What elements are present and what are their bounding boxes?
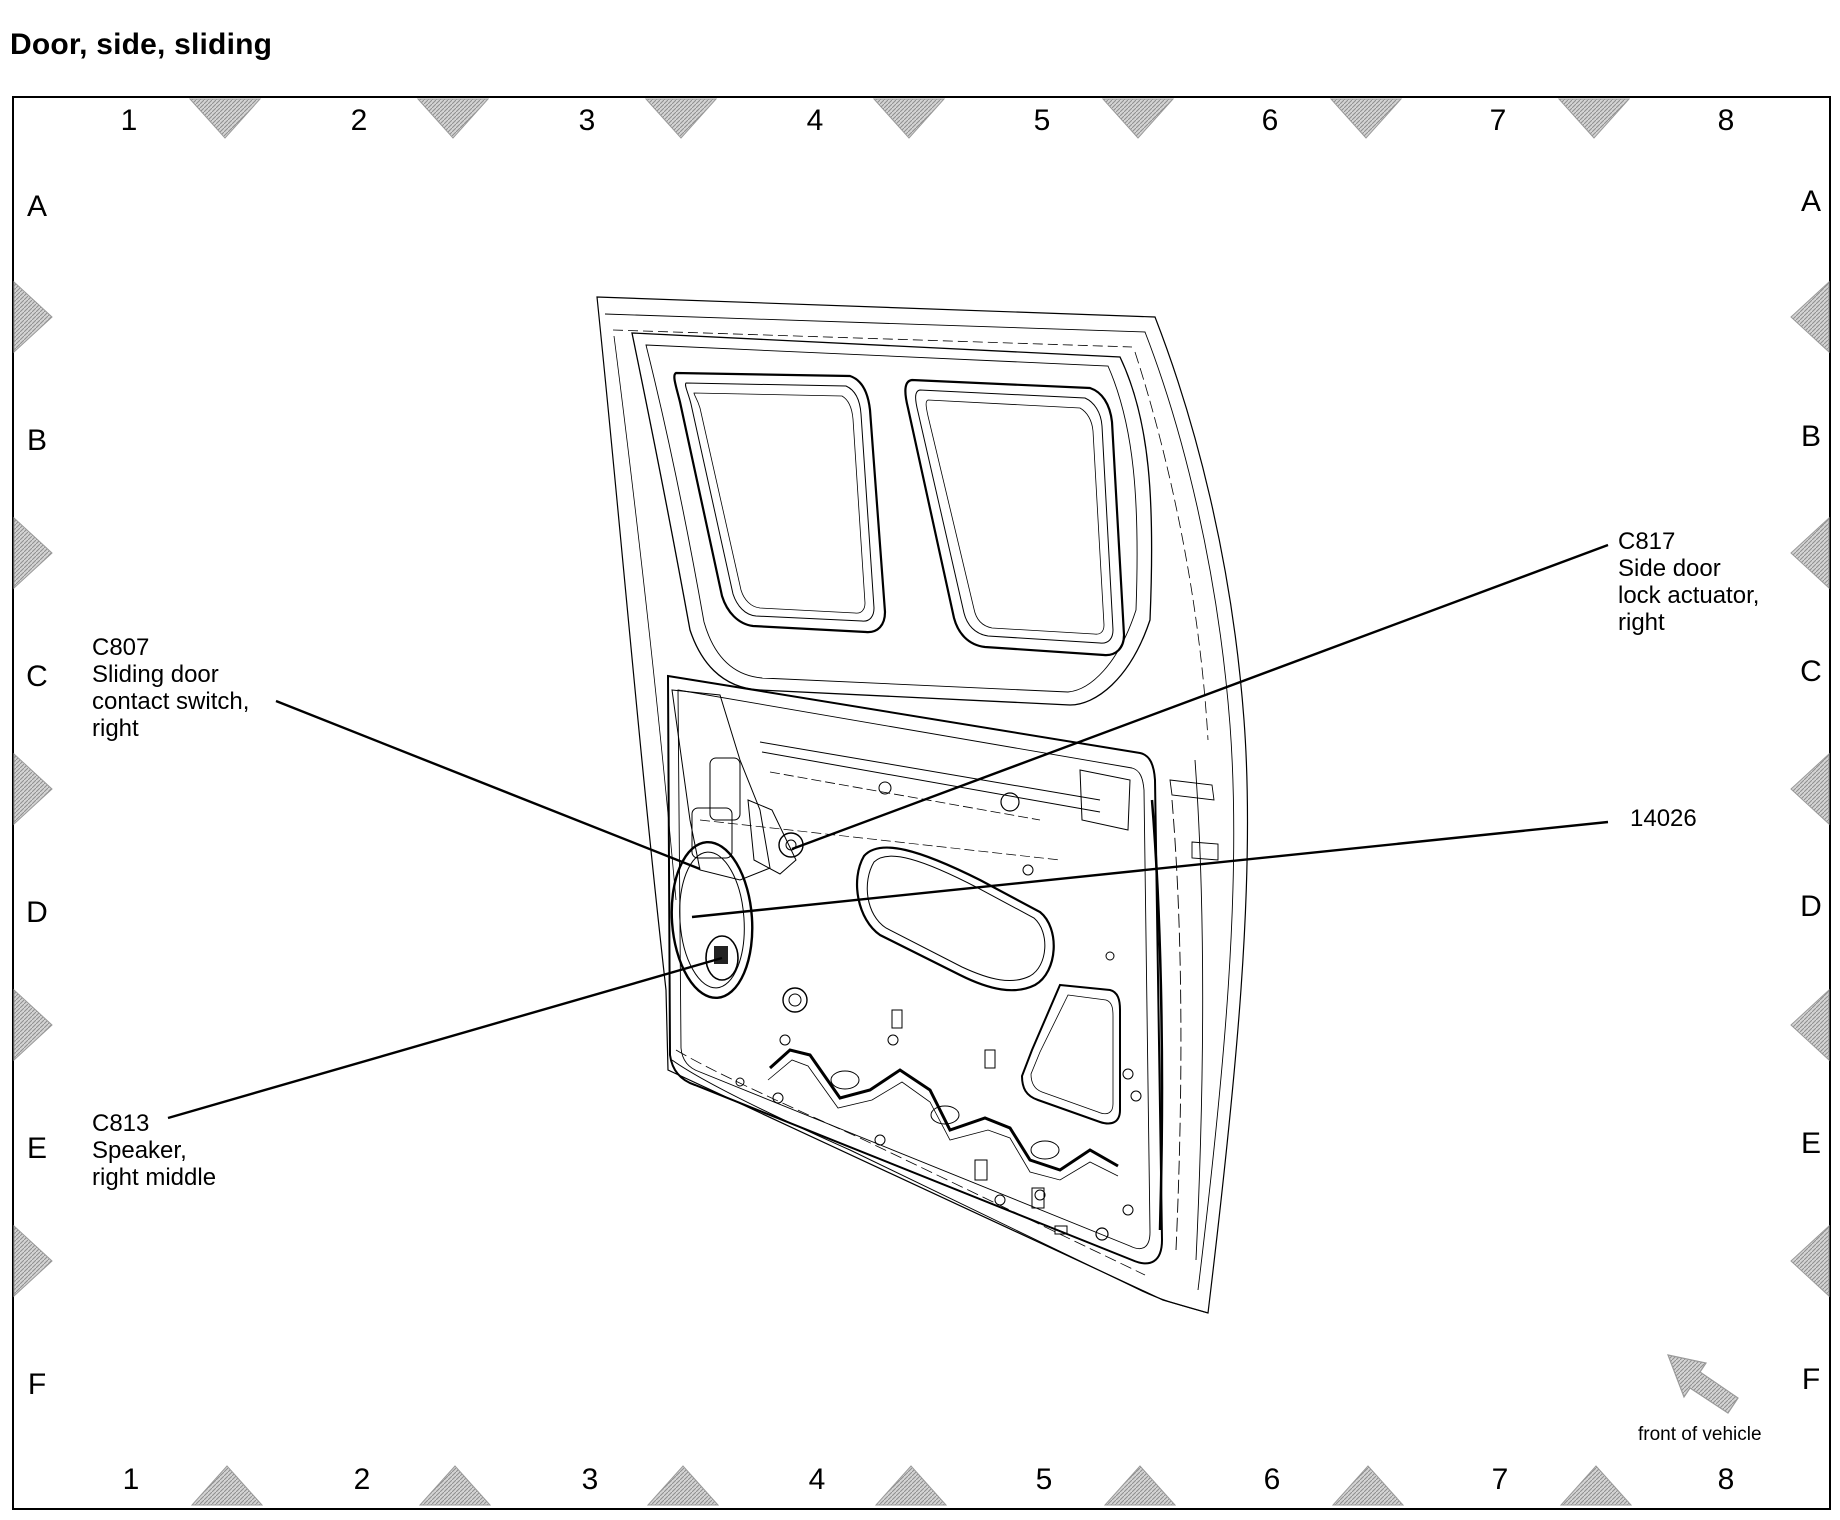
- column-label-top-7: 7: [1489, 104, 1507, 137]
- column-label-bottom-8: 8: [1717, 1463, 1735, 1496]
- column-label-top-3: 3: [578, 104, 596, 137]
- callout-c807-line3: right: [92, 715, 139, 742]
- row-label-left-f: F: [27, 1368, 47, 1401]
- row-label-right-e: E: [1800, 1127, 1821, 1160]
- grid-ticks-right: [1790, 280, 1830, 1298]
- column-label-top-8: 8: [1717, 104, 1735, 137]
- column-label-bottom-2: 2: [353, 1463, 371, 1496]
- row-label-left-b: B: [26, 424, 47, 457]
- callout-c817: C817 Side door lock actuator, right: [1618, 528, 1759, 636]
- callout-c807-code: C807: [92, 634, 150, 661]
- callout-c813: C813 Speaker, right middle: [92, 1110, 216, 1191]
- leader-line-14026: [691, 820, 1609, 919]
- column-label-bottom-5: 5: [1035, 1463, 1053, 1496]
- column-label-bottom-3: 3: [581, 1463, 599, 1496]
- column-label-top-4: 4: [806, 104, 824, 137]
- grid-ticks-top: [188, 98, 1631, 139]
- callout-c813-line1: Speaker,: [92, 1137, 187, 1164]
- callout-c817-line2: lock actuator,: [1618, 582, 1760, 609]
- row-label-left-c: C: [26, 660, 48, 693]
- callout-14026: 14026: [1630, 805, 1697, 832]
- row-label-left-a: A: [26, 190, 47, 223]
- callout-c807-line1: Sliding door: [92, 661, 219, 688]
- row-label-right-d: D: [1800, 890, 1822, 923]
- leader-line-c817: [791, 543, 1609, 851]
- row-label-right-b: B: [1800, 420, 1821, 453]
- callout-c807-line2: contact switch,: [92, 688, 250, 715]
- callout-14026-code: 14026: [1630, 805, 1697, 832]
- column-label-bottom-7: 7: [1491, 1463, 1509, 1496]
- column-label-bottom-4: 4: [808, 1463, 826, 1496]
- callout-c817-code: C817: [1618, 528, 1676, 555]
- leader-line-c807: [275, 699, 701, 871]
- row-label-right-a: A: [1800, 185, 1821, 218]
- grid-ticks-bottom: [190, 1465, 1633, 1506]
- front-of-vehicle-label: front of vehicle: [1638, 1424, 1762, 1445]
- leader-lines: [167, 543, 1609, 1120]
- callout-c817-line3: right: [1618, 609, 1665, 636]
- callout-c813-line2: right middle: [92, 1164, 217, 1191]
- row-label-right-c: C: [1800, 655, 1822, 688]
- callout-c807: C807 Sliding door contact switch, right: [92, 634, 249, 742]
- callout-c813-code: C813: [92, 1110, 150, 1137]
- column-label-top-1: 1: [120, 104, 138, 137]
- column-label-top-2: 2: [350, 104, 368, 137]
- arrow-icon: [1667, 1354, 1739, 1414]
- row-label-left-e: E: [26, 1132, 47, 1165]
- column-label-top-6: 6: [1261, 104, 1279, 137]
- callout-c817-line1: Side door: [1618, 555, 1721, 582]
- column-label-bottom-1: 1: [122, 1463, 140, 1496]
- leader-line-c813: [167, 956, 723, 1120]
- page-title: Door, side, sliding: [10, 28, 273, 61]
- row-label-left-d: D: [26, 896, 48, 929]
- row-label-right-f: F: [1801, 1363, 1821, 1396]
- diagram-frame: [12, 96, 1831, 1510]
- sliding-door: [596, 296, 1249, 1314]
- grid-ticks-left: [13, 280, 53, 1298]
- column-label-bottom-6: 6: [1263, 1463, 1281, 1496]
- column-label-top-5: 5: [1033, 104, 1051, 137]
